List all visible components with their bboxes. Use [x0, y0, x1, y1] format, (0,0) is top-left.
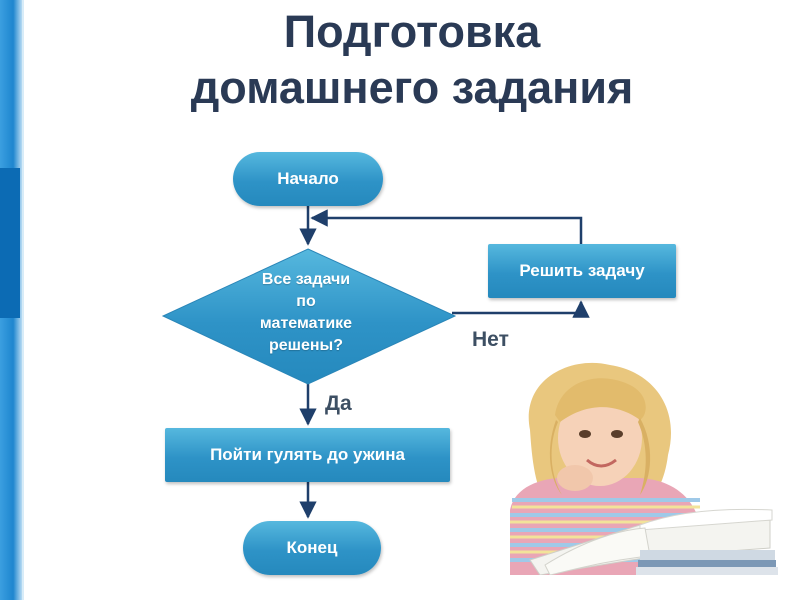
node-decision-shape [161, 248, 457, 385]
node-go-walk: Пойти гулять до ужина [165, 428, 450, 482]
decision-line-4: решены? [268, 337, 343, 354]
node-solve-task-label: Решить задачу [519, 261, 645, 280]
edge-label-no: Нет [472, 328, 509, 351]
decision-line-1: Все задачи [261, 271, 351, 288]
node-start: Начало [233, 152, 383, 206]
node-solve-task: Решить задачу [488, 244, 676, 298]
side-accent-border [22, 0, 24, 600]
edge-solve-loop-back [310, 209, 583, 244]
node-end-label: Конец [286, 538, 338, 557]
slide-title: Подготовка домашнего задания [24, 4, 800, 116]
girl-with-books-illustration [510, 362, 778, 575]
node-go-walk-label: Пойти гулять до ужина [210, 445, 405, 464]
decision-line-3: математике [259, 315, 353, 332]
node-start-label: Начало [277, 169, 339, 188]
node-decision-label: Все задачи по математике решены? [236, 269, 376, 357]
side-accent-dark-segment [0, 168, 20, 318]
slide-title-line2: домашнего задания [190, 62, 634, 113]
slide-title-line1: Подготовка [283, 6, 541, 57]
edge-decision-no-to-solve [452, 300, 590, 318]
side-accent-bar [0, 0, 22, 600]
edge-label-yes: Да [325, 392, 352, 415]
node-end: Конец [243, 521, 381, 575]
girl-with-books-photo [490, 360, 780, 575]
decision-line-2: по [296, 293, 316, 310]
